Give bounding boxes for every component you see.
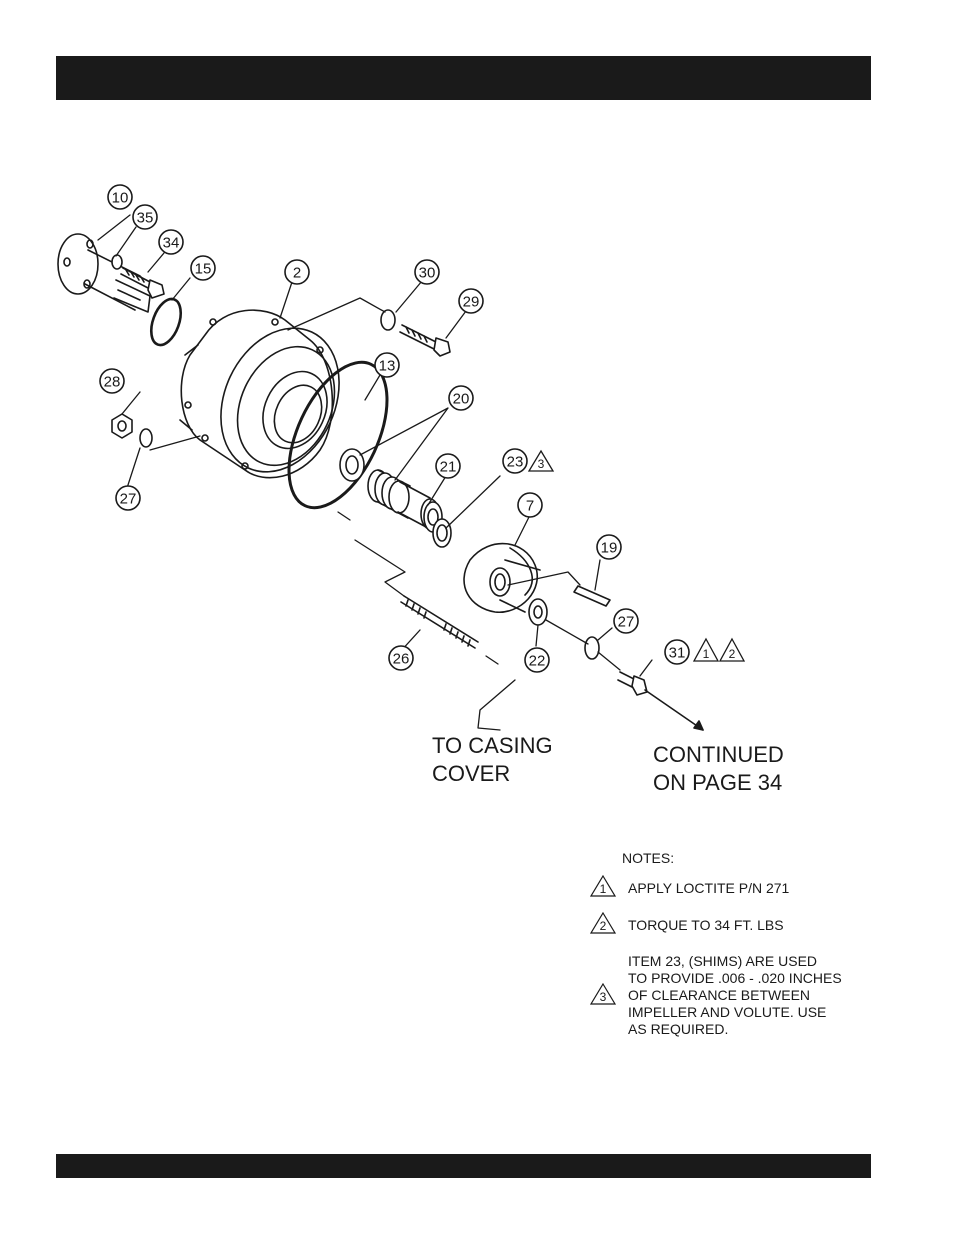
callout-21: 21	[436, 454, 460, 478]
callout-label: 34	[163, 235, 180, 252]
callout-35: 35	[133, 205, 157, 229]
callout-19: 19	[597, 535, 621, 559]
continued-caption: CONTINUED ON PAGE 34	[653, 741, 784, 797]
part-19-key	[574, 586, 610, 606]
callout-31: 31	[665, 640, 689, 664]
part-28-nut	[112, 414, 132, 438]
callout-27a: 27	[116, 486, 140, 510]
part-15-o-ring	[146, 295, 187, 349]
callout-2: 2	[285, 260, 309, 284]
callout-label: 26	[393, 651, 410, 668]
callout-label: 21	[440, 459, 457, 476]
callout-label: 28	[104, 374, 121, 391]
callout-label: 15	[195, 261, 212, 278]
callout-23: 23	[503, 449, 527, 473]
part-23-shim	[433, 519, 451, 547]
svg-text:3: 3	[600, 990, 607, 1004]
callout-27b: 27	[614, 609, 638, 633]
callout-label: 27	[120, 491, 137, 508]
part-26-stud	[401, 596, 478, 648]
callout-20: 20	[449, 386, 473, 410]
part-31-bolt	[618, 672, 647, 695]
callout-label: 22	[529, 653, 546, 670]
svg-text:1: 1	[703, 647, 710, 661]
note-2-text: TORQUE TO 34 FT. LBS	[628, 917, 890, 934]
callout-label: 19	[601, 540, 618, 557]
part-29-bolt	[400, 325, 450, 356]
callout-15: 15	[191, 256, 215, 280]
to-casing-cover-caption: TO CASING COVER	[432, 732, 553, 788]
callout-label: 10	[112, 190, 129, 207]
callout-label: 30	[419, 265, 436, 282]
callout-label: 35	[137, 210, 154, 227]
callout-label: 13	[379, 358, 396, 375]
part-35-washer	[112, 255, 122, 269]
triangle-marker-23: 3	[529, 451, 553, 471]
part-22-washer	[529, 599, 547, 625]
callout-label: 7	[526, 498, 534, 515]
callout-label: 2	[293, 265, 301, 282]
note-3-marker: 3	[590, 983, 616, 1005]
triangle-marker-31-2: 2	[720, 639, 744, 661]
svg-text:1: 1	[600, 882, 607, 896]
part-27-washer-left	[140, 429, 152, 447]
triangle-marker-31-1: 1	[694, 639, 718, 661]
leader-lines	[98, 215, 652, 730]
callout-28: 28	[100, 369, 124, 393]
callout-label: 23	[507, 454, 524, 471]
note-2-marker: 2	[590, 912, 616, 934]
svg-text:2: 2	[600, 919, 607, 933]
callout-29: 29	[459, 289, 483, 313]
part-30-washer	[381, 310, 395, 330]
callout-26: 26	[389, 646, 413, 670]
part-27-lockwasher	[585, 637, 599, 659]
callout-34: 34	[159, 230, 183, 254]
callout-22: 22	[525, 648, 549, 672]
continued-arrow-head	[694, 721, 703, 730]
svg-text:2: 2	[729, 647, 736, 661]
notes-title: NOTES:	[622, 850, 674, 866]
part-2-housing	[180, 309, 362, 491]
callout-label: 20	[453, 391, 470, 408]
callout-10: 10	[108, 185, 132, 209]
note-3-text: ITEM 23, (SHIMS) ARE USED TO PROVIDE .00…	[628, 953, 890, 1038]
callout-30: 30	[415, 260, 439, 284]
callout-label: 31	[669, 645, 686, 662]
continued-arrow-line	[645, 690, 703, 730]
svg-text:3: 3	[538, 457, 545, 471]
callout-13: 13	[375, 353, 399, 377]
note-1-text: APPLY LOCTITE P/N 271	[628, 880, 890, 897]
part-10-flange	[58, 234, 150, 312]
part-7-impeller	[464, 544, 540, 613]
callout-7: 7	[518, 493, 542, 517]
callout-label: 29	[463, 294, 480, 311]
callout-label: 27	[618, 614, 635, 631]
part-20-seal-ring	[340, 449, 364, 481]
note-1-marker: 1	[590, 875, 616, 897]
